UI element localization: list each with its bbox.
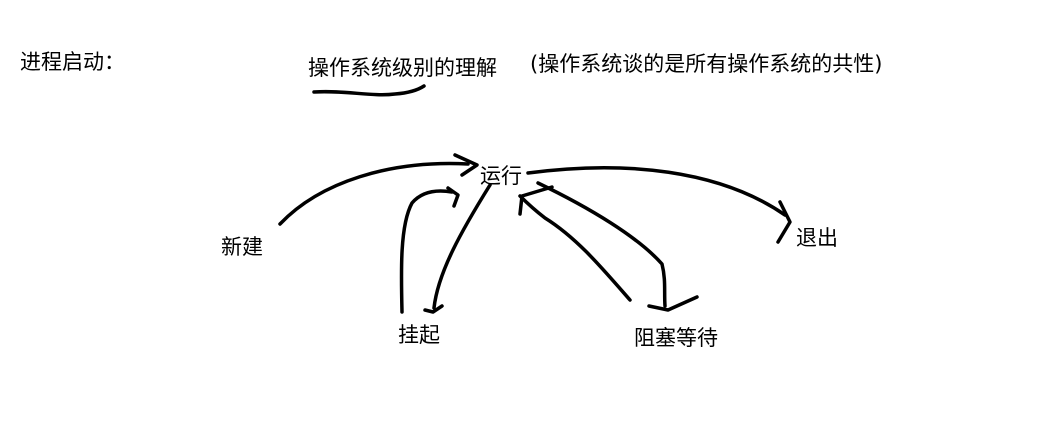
arrowhead-running-to-blocked (647, 295, 699, 312)
arrow-running-to-blocked (536, 181, 667, 308)
arrow-suspended-to-running (399, 189, 454, 314)
node-blocked: 阻塞等待 (634, 326, 718, 350)
arrowhead-running-to-suspended (423, 304, 444, 314)
subtitle-note: (操作系统谈的是所有操作系统的共性) (530, 52, 883, 76)
node-exit: 退出 (796, 226, 838, 250)
diagram-subtitle: 操作系统级别的理解 (308, 56, 497, 80)
arrowhead-new-to-running (453, 153, 479, 177)
arrowhead-running-to-exit (776, 200, 792, 244)
arrow-running-to-exit (526, 166, 787, 217)
node-running: 运行 (480, 164, 522, 188)
arrowhead-suspended-to-running (446, 186, 460, 208)
node-new: 新建 (221, 235, 263, 259)
arrow-running-to-suspended (432, 183, 492, 310)
page-heading: 进程启动： (20, 50, 125, 74)
node-suspended: 挂起 (398, 323, 440, 347)
arrow-new-to-running (278, 161, 470, 226)
arrowhead-blocked-to-running (518, 185, 554, 216)
subtitle-underline (312, 84, 426, 97)
arrow-blocked-to-running (518, 194, 632, 302)
